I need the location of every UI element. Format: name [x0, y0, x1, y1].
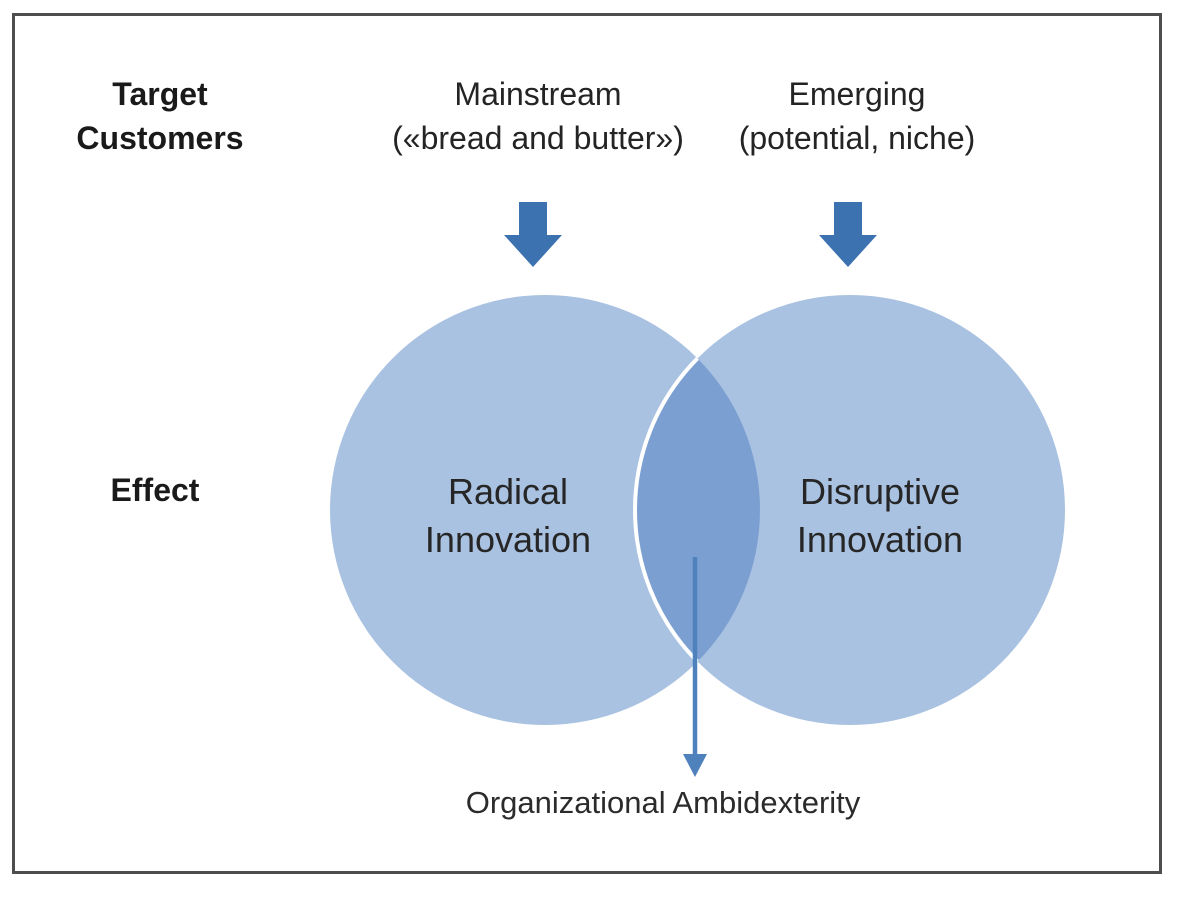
radical-innovation-label: Radical Innovation	[378, 468, 638, 564]
right-circle	[635, 295, 1065, 725]
effect-label-text: Effect	[110, 472, 200, 508]
left-circle	[330, 295, 760, 725]
mainstream-line2: («bread and butter»)	[392, 120, 684, 156]
mainstream-column-label: Mainstream («bread and butter»)	[368, 72, 708, 160]
emerging-line1: Emerging	[788, 76, 926, 112]
emerging-column-label: Emerging (potential, niche)	[687, 72, 1027, 160]
disruptive-line2: Innovation	[796, 519, 964, 560]
block-down-arrow-icon	[819, 202, 877, 267]
target-customers-line1: Target	[112, 76, 208, 112]
thin-down-arrow-icon	[683, 754, 707, 777]
radical-line1: Radical	[447, 471, 569, 512]
overlap-divider-arc	[633, 295, 760, 725]
target-customers-label: Target Customers	[20, 72, 300, 160]
organizational-ambidexterity-label: Organizational Ambidexterity	[465, 785, 861, 820]
target-customers-line2: Customers	[76, 120, 244, 156]
block-down-arrow-icon	[504, 202, 562, 267]
mainstream-line1: Mainstream	[454, 76, 622, 112]
radical-line2: Innovation	[424, 519, 592, 560]
emerging-line2: (potential, niche)	[738, 120, 976, 156]
disruptive-innovation-label: Disruptive Innovation	[750, 468, 1010, 564]
effect-row-label: Effect	[55, 468, 255, 512]
disruptive-line1: Disruptive	[799, 471, 961, 512]
